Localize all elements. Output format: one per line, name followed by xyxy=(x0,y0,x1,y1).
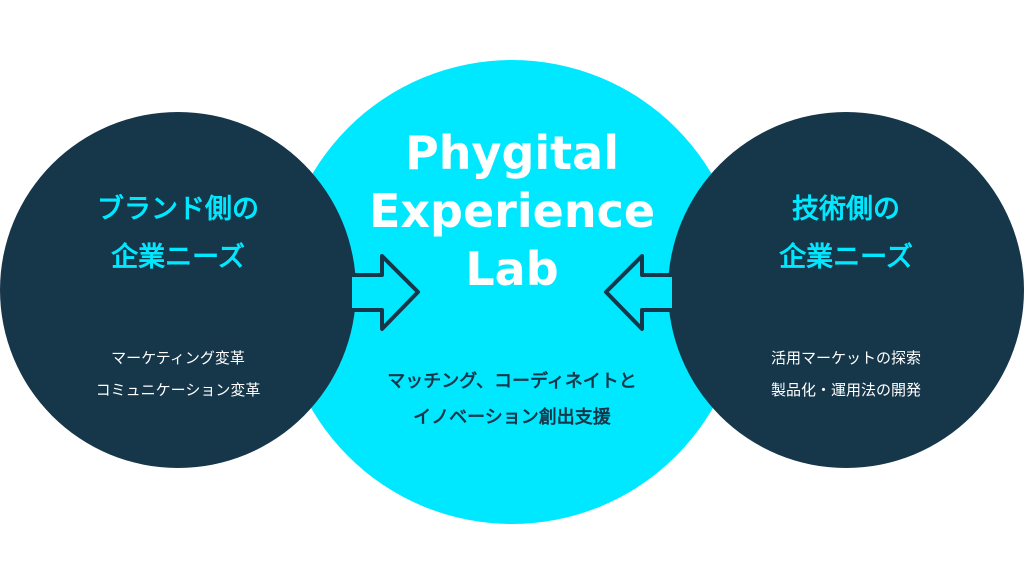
right-arrow-icon xyxy=(352,254,420,331)
desc-line: マーケティング変革 xyxy=(111,349,245,367)
desc-line: コミュニケーション変革 xyxy=(95,381,261,399)
desc-line: 活用マーケットの探索 xyxy=(770,349,921,367)
title-line: Experience xyxy=(368,184,656,238)
center-title: Phygital Experience Lab xyxy=(312,124,712,298)
left-description: マーケティング変革 コミュニケーション変革 xyxy=(0,342,356,406)
left-heading: ブランド側の 企業ニーズ xyxy=(0,186,356,282)
right-heading: 技術側の 企業ニーズ xyxy=(668,186,1024,282)
title-line: Phygital xyxy=(405,126,619,180)
left-circle-brand-needs xyxy=(0,112,356,468)
title-line: Lab xyxy=(465,242,559,296)
desc-line: イノベーション創出支援 xyxy=(413,407,611,428)
center-description: マッチング、コーディネイトと イノベーション創出支援 xyxy=(312,364,712,436)
right-description: 活用マーケットの探索 製品化・運用法の開発 xyxy=(668,342,1024,406)
heading-line: 企業ニーズ xyxy=(111,242,245,273)
heading-line: 企業ニーズ xyxy=(779,242,913,273)
heading-line: 技術側の xyxy=(792,194,900,225)
left-arrow-icon xyxy=(604,254,672,331)
heading-line: ブランド側の xyxy=(97,194,259,225)
desc-line: 製品化・運用法の開発 xyxy=(770,381,921,399)
right-circle-tech-needs xyxy=(668,112,1024,468)
desc-line: マッチング、コーディネイトと xyxy=(387,371,637,392)
